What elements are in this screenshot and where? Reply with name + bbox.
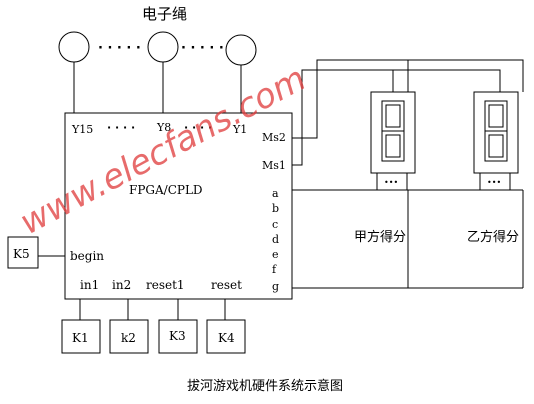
pin-begin: begin — [70, 249, 104, 263]
pin-seg-b: b — [272, 202, 279, 215]
pin-seg-g: g — [272, 280, 279, 293]
fpga-chip-body — [64, 112, 293, 300]
diagram-caption: 拔河游戏机硬件系统示意图 — [187, 378, 343, 394]
key-k5-label: K5 — [13, 247, 30, 261]
pin-y8: Y8 — [156, 121, 171, 134]
pin-seg-e: e — [272, 248, 279, 261]
pin-reset: reset — [211, 278, 242, 292]
pin-ms2: Ms2 — [262, 131, 286, 144]
key-k1-box — [61, 319, 101, 354]
pin-dots-2: · · · · — [184, 121, 212, 134]
chip-label: FPGA/CPLD — [129, 183, 203, 197]
key-k5-box — [7, 236, 39, 269]
pin-y1: Y1 — [232, 123, 247, 136]
pin-reset1: reset1 — [146, 278, 185, 292]
display-right-digit — [484, 100, 508, 162]
led-circle-left — [58, 31, 90, 63]
pin-ms1: Ms1 — [262, 159, 286, 172]
pin-seg-c: c — [272, 218, 278, 231]
pin-y15: Y15 — [71, 123, 93, 136]
key-k4-box — [206, 319, 246, 354]
led-dots-left: · · · · · — [98, 41, 141, 56]
led-circle-middle — [147, 31, 179, 63]
key-k2-label: k2 — [121, 331, 136, 345]
key-k3-box — [158, 319, 198, 354]
key-k3-label: K3 — [169, 329, 186, 343]
key-k2-box — [109, 319, 149, 354]
ms2-branch — [408, 59, 524, 92]
pin-in1: in1 — [80, 278, 99, 292]
led-circle-right — [225, 34, 257, 66]
display-left-label: 甲方得分 — [354, 229, 406, 245]
display-right-dots: ••• — [487, 178, 501, 187]
pin-dots-1: · · · · — [107, 121, 135, 134]
display-left-digit — [381, 100, 405, 162]
pin-in2: in2 — [112, 278, 131, 292]
diagram-title: 电子绳 — [142, 5, 187, 23]
ms1-wire — [292, 69, 394, 166]
key-k1-label: K1 — [72, 331, 89, 345]
display-left-dots: ••• — [384, 178, 398, 187]
pin-seg-f: f — [272, 263, 277, 276]
ms1-branch — [393, 69, 501, 92]
pin-seg-a: a — [272, 187, 279, 200]
display-right-label: 乙方得分 — [467, 229, 519, 245]
key-k4-label: K4 — [218, 331, 235, 345]
ms2-wire — [292, 59, 409, 139]
pin-seg-d: d — [272, 233, 279, 246]
led-dots-right: · · · · · — [181, 41, 224, 56]
